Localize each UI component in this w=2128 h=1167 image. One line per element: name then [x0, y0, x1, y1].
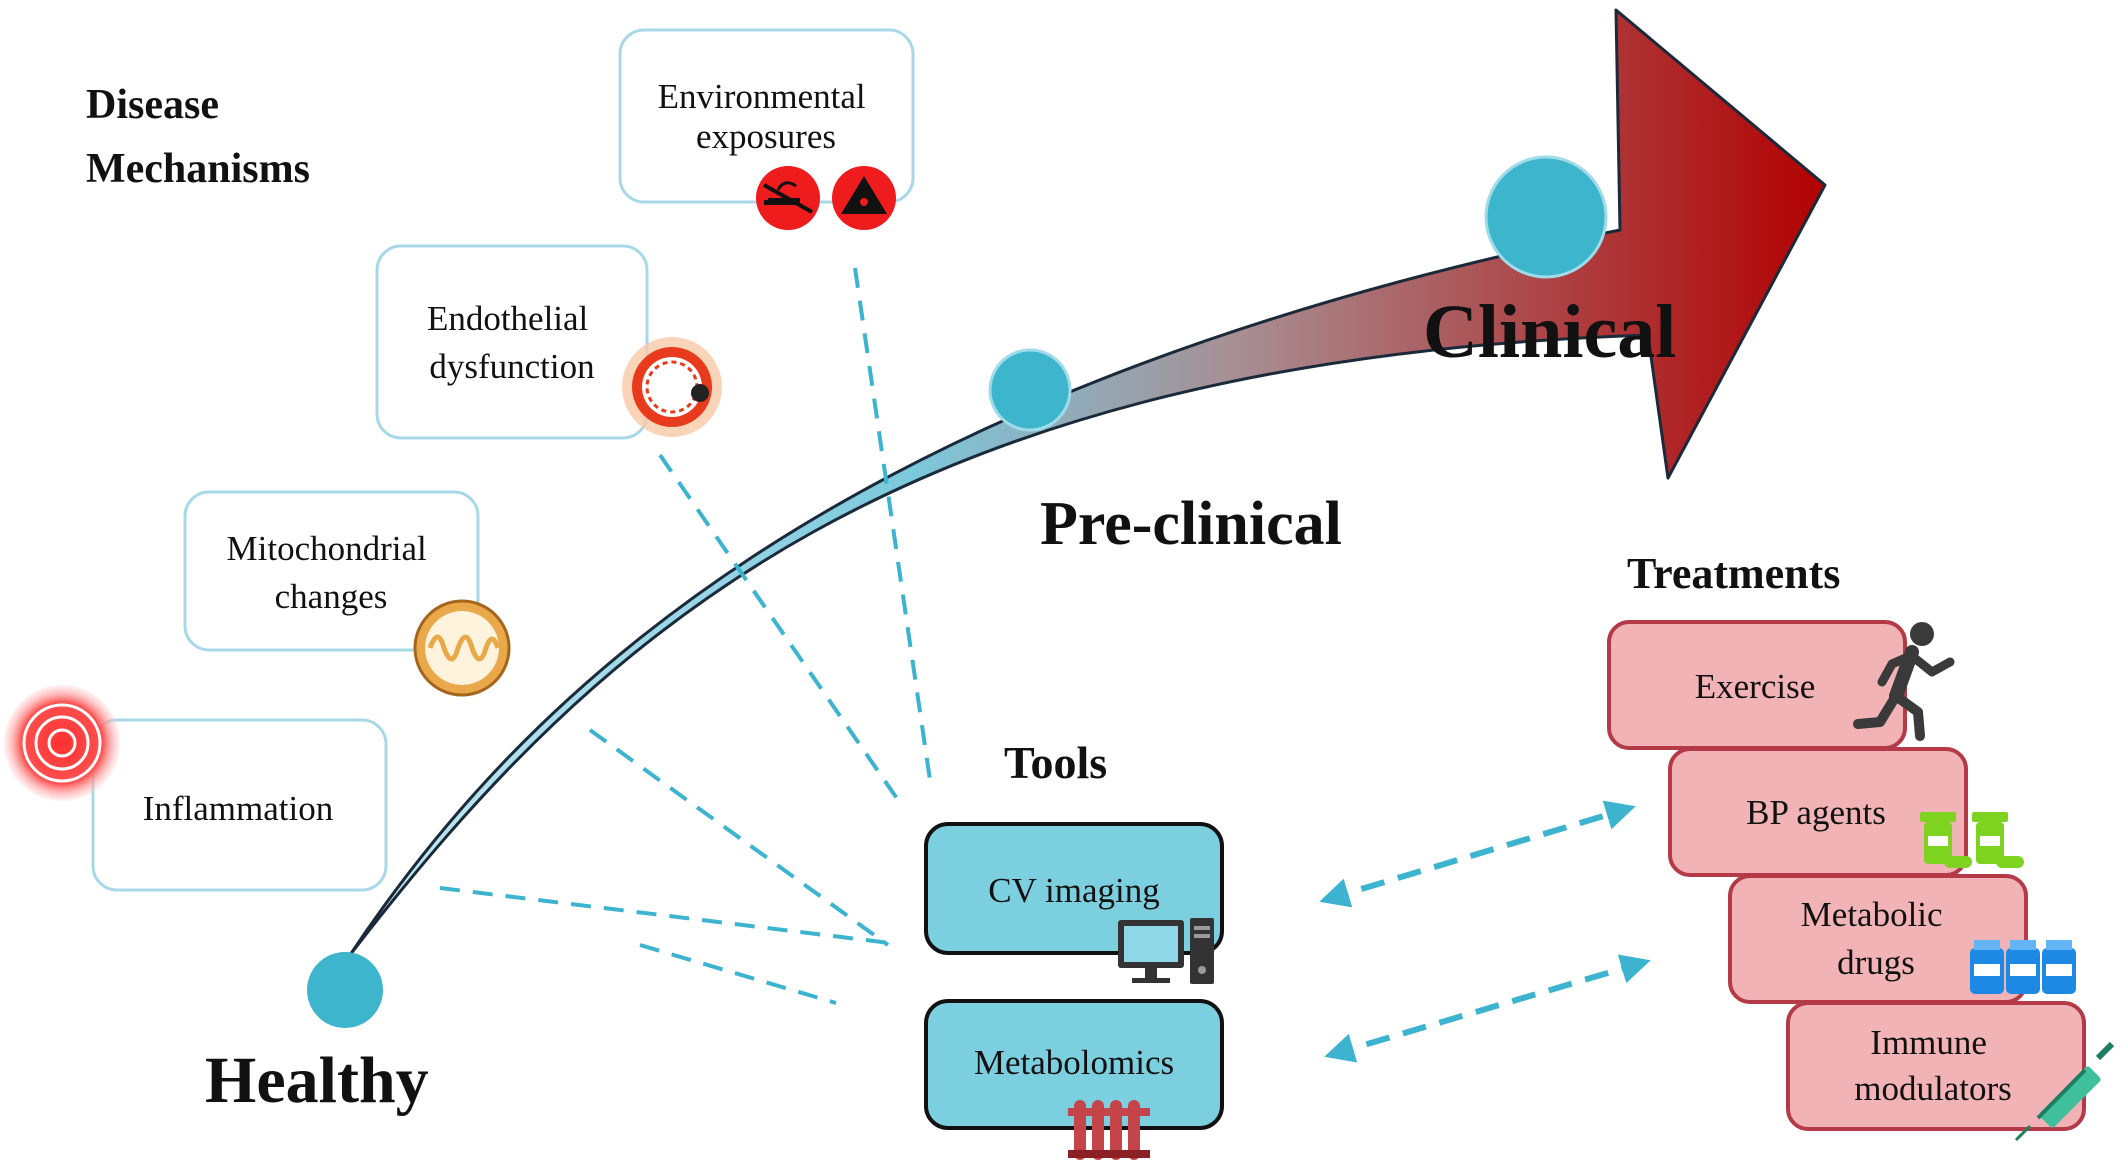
svg-text:Inflammation: Inflammation	[143, 789, 334, 828]
mitochondrion-icon	[413, 599, 511, 697]
treatments-title: Treatments	[1627, 549, 1840, 598]
tool-cv-imaging: CV imaging	[924, 822, 1224, 984]
svg-text:CV imaging: CV imaging	[988, 871, 1159, 910]
clinical-node	[1484, 155, 1608, 279]
mechanism-tool-connectors	[439, 267, 932, 1005]
preclinical-node	[988, 348, 1072, 432]
preclinical-label: Pre-clinical	[1040, 490, 1342, 558]
syringe-icon	[2014, 1041, 2115, 1142]
treatment-immune-modulators: Immune modulators	[1786, 1001, 2115, 1142]
svg-text:Metabolomics: Metabolomics	[974, 1043, 1174, 1082]
tool-metabolomics: Metabolomics	[924, 999, 1224, 1160]
test-tubes-icon	[1068, 1100, 1150, 1160]
inflammation-icon	[4, 685, 120, 801]
mechanism-mitochondrial: Mitochondrial changes	[183, 490, 511, 697]
mechanism-endothelial: Endothelial dysfunction	[375, 244, 722, 440]
metabolomics-treatment-link	[1324, 954, 1651, 1063]
pill-bottles-icon	[1920, 812, 2024, 868]
healthy-label: Healthy	[205, 1044, 429, 1117]
treatment-metabolic-drugs: Metabolic drugs	[1728, 874, 2076, 1004]
tools-title: Tools	[1004, 737, 1107, 788]
imaging-treatment-link	[1319, 800, 1636, 908]
svg-text:Mitochondrial changes: Mitochondrial changes	[227, 529, 436, 616]
svg-text:Exercise: Exercise	[1695, 667, 1815, 706]
mechanism-environmental: Environmental exposures	[618, 28, 915, 230]
svg-text:BP agents: BP agents	[1746, 793, 1886, 832]
svg-text:Metabolic drugs: Metabolic drugs	[1801, 895, 1952, 982]
svg-text:Environmental exposures: Environmental exposures	[658, 77, 875, 156]
running-person-icon	[1853, 622, 1955, 741]
smoking-icon	[756, 166, 820, 230]
vessel-cross-section-icon	[622, 337, 722, 437]
treatment-bp-agents: BP agents	[1668, 747, 2024, 877]
medicine-vials-icon	[1970, 940, 2076, 994]
radiation-hazard-icon	[832, 166, 896, 230]
healthy-node	[307, 952, 383, 1028]
treatment-exercise: Exercise	[1607, 620, 1955, 750]
svg-text:Endothelial dysfunction: Endothelial dysfunction	[427, 299, 597, 386]
svg-text:Immune modulators: Immune modulators	[1854, 1023, 2011, 1108]
clinical-label: Clinical	[1423, 290, 1676, 374]
computer-icon	[1118, 918, 1214, 984]
mechanism-inflammation: Inflammation	[4, 685, 388, 892]
disease-mechanisms-title: Disease Mechanisms	[86, 82, 310, 192]
progression-arrow	[348, 8, 1827, 957]
